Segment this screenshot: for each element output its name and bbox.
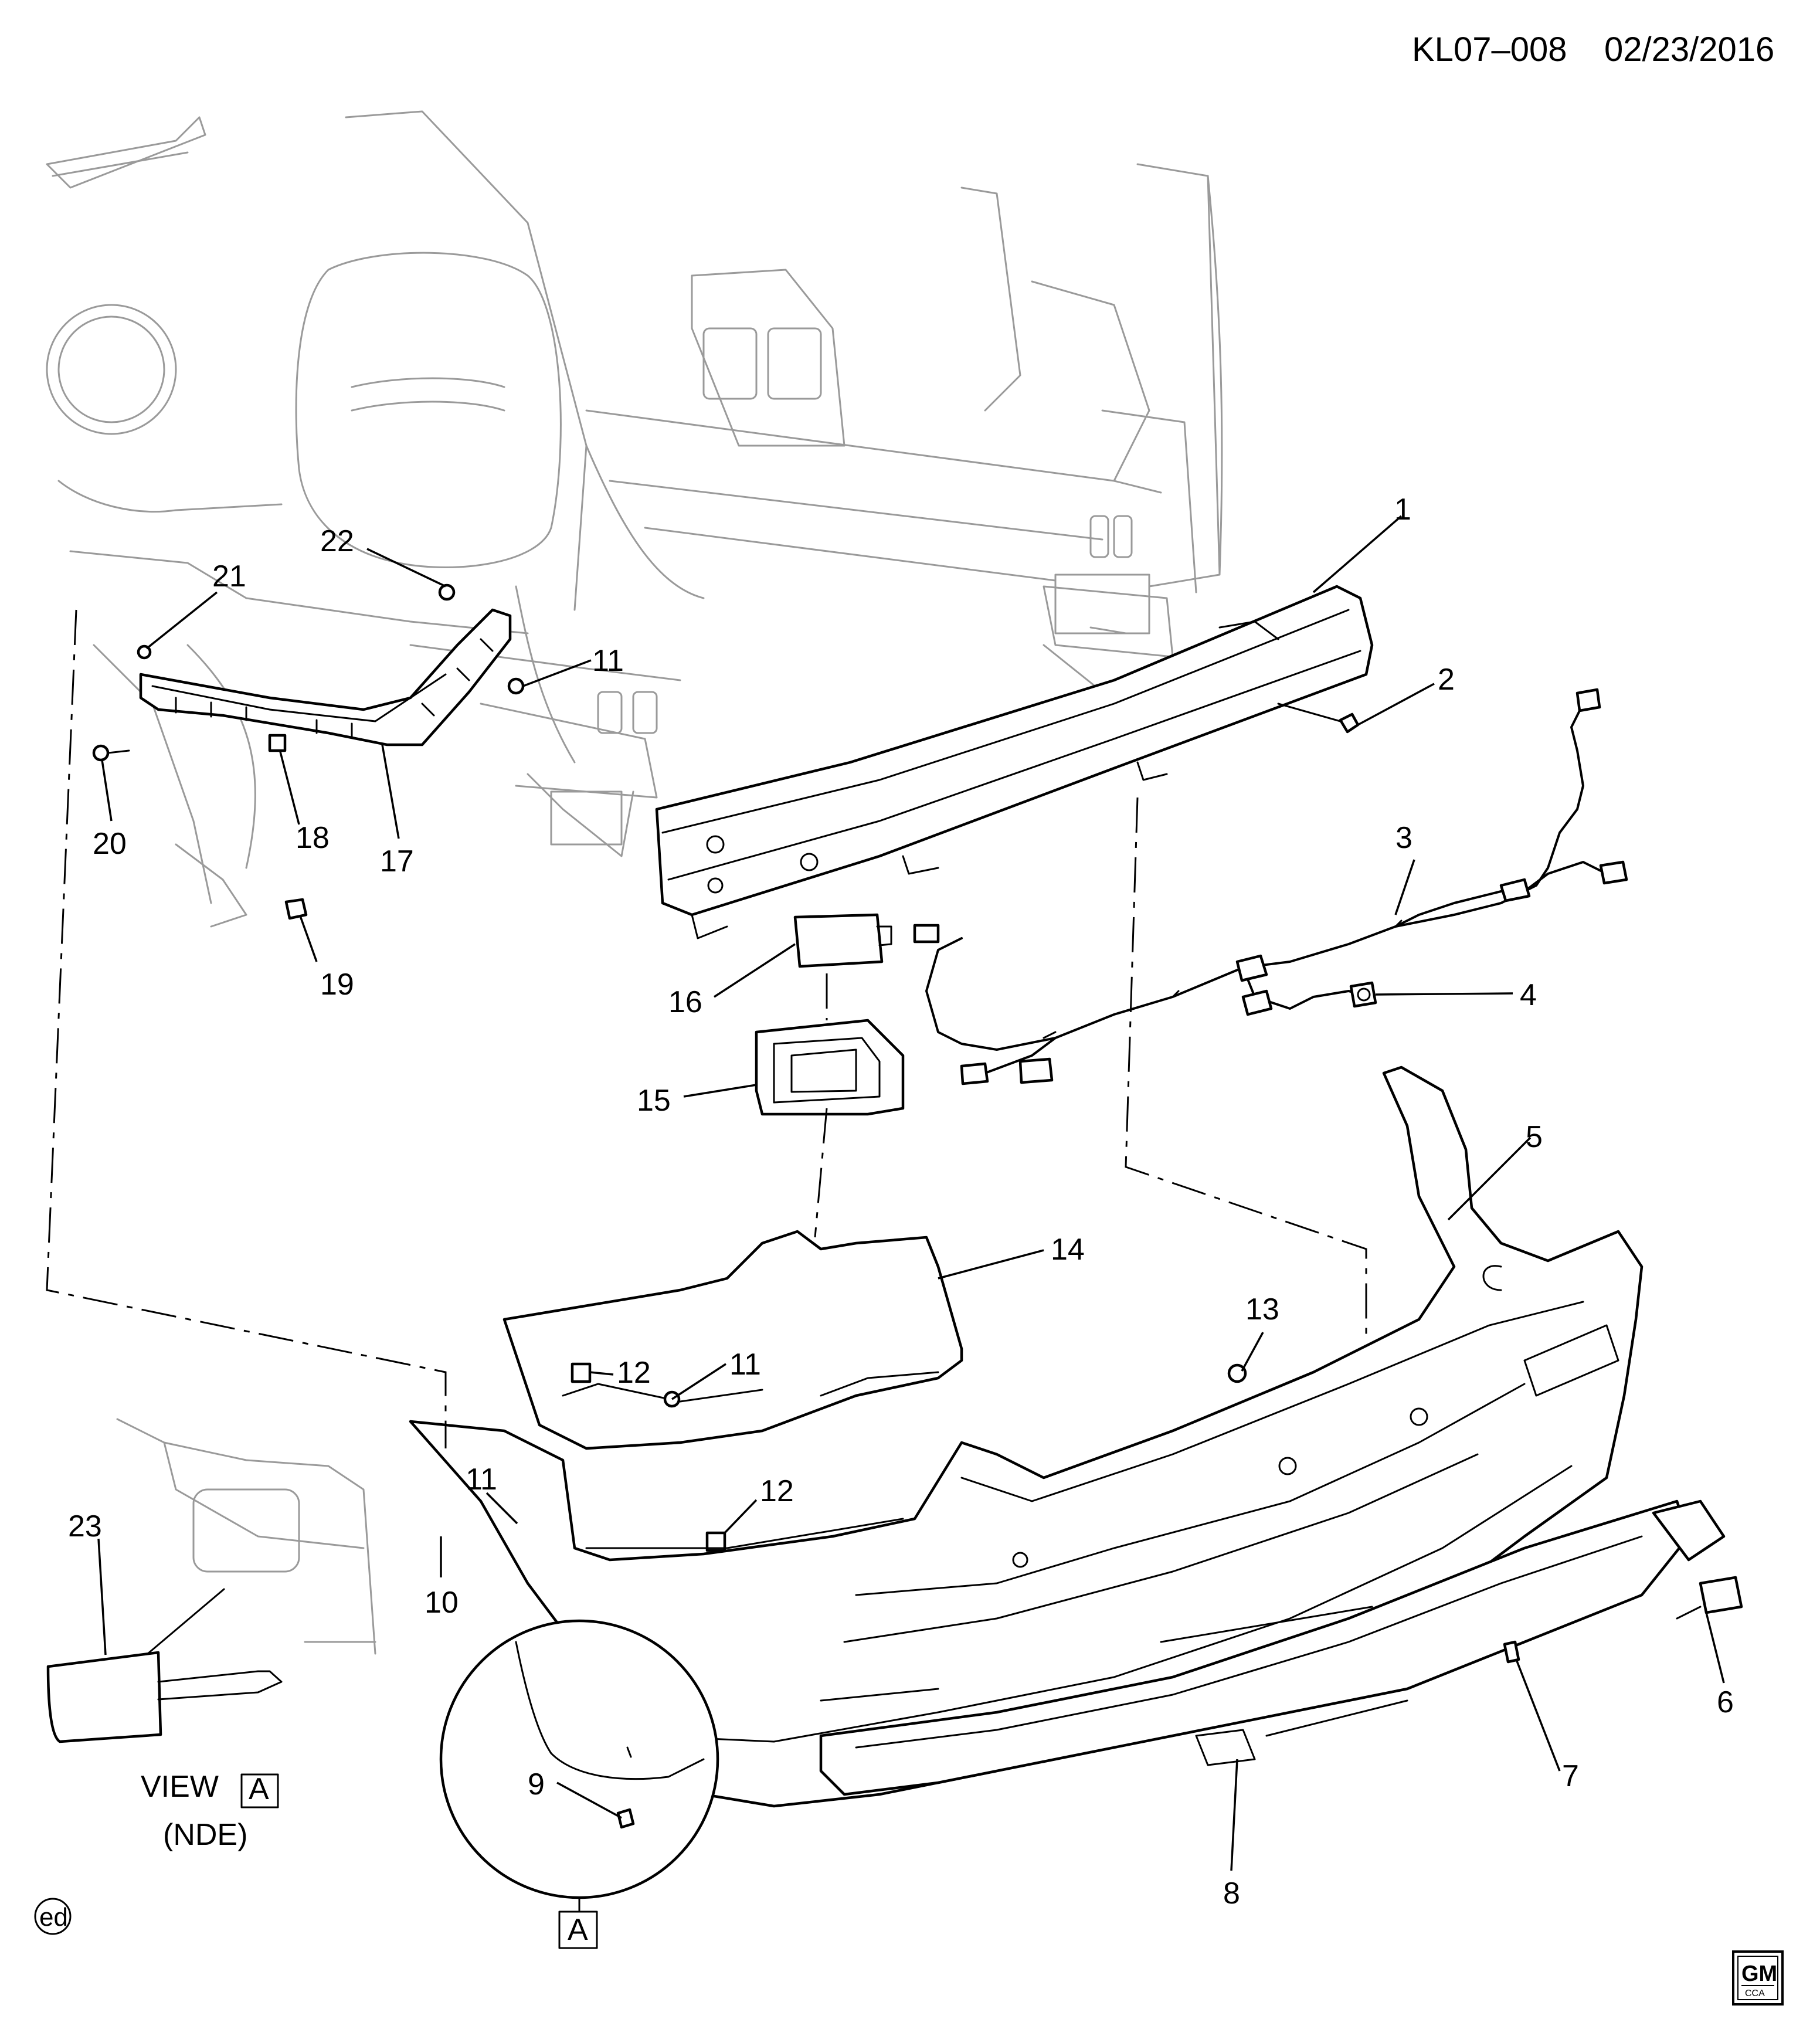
detail-reference-label: A [568,1913,588,1947]
callout-23: 23 [68,1509,102,1543]
callout-8: 8 [1223,1876,1240,1911]
callout-13: 13 [1245,1292,1279,1326]
callout-9: 9 [528,1767,545,1801]
view-reference-label: A [249,1772,269,1806]
sensor-module-part [793,913,892,968]
callout-18: 18 [296,821,330,855]
editor-mark: ed [34,1898,72,1935]
rear-fascia-part [409,1065,1644,1808]
callout-1: 1 [1394,493,1411,527]
callout-16: 16 [668,985,702,1019]
callout-12-upper: 12 [617,1356,651,1390]
callout-2: 2 [1438,663,1455,697]
detail-view-a: A [439,1619,719,1949]
gm-logo-text: GM [1741,1962,1777,1986]
callout-11-middle: 11 [729,1348,761,1382]
grommet-part-4 [1349,981,1377,1008]
callout-6: 6 [1717,1685,1734,1719]
callout-11-lower: 11 [466,1462,497,1497]
view-reference-box [240,1773,279,1808]
callout-4: 4 [1520,978,1537,1012]
callout-7: 7 [1562,1759,1579,1793]
view-note: (NDE) [163,1818,247,1852]
bolt-part-2 [1277,703,1360,734]
fascia-bracket-part [139,608,512,746]
callout-11-upper: 11 [592,644,624,678]
lower-fascia-skid-plate-part [819,1499,1743,1796]
callout-19: 19 [320,968,354,1002]
diagram-code: KL07–008 [1412,30,1567,69]
fascia-side-section-part [502,1230,1247,1552]
small-fasteners [92,583,525,920]
callout-10: 10 [425,1586,459,1620]
module-bracket-part [755,1019,905,1116]
callout-22: 22 [320,524,354,558]
diagram-date: 02/23/2016 [1604,30,1774,69]
vehicle-body-outline [46,110,1223,928]
callout-17: 17 [380,844,414,878]
callout-5: 5 [1526,1120,1543,1154]
callout-3: 3 [1395,821,1412,855]
leader-lines [97,515,1725,1871]
gm-logo: GM CCA [1732,1950,1784,2006]
callout-15: 15 [637,1084,671,1118]
impact-bar-part [655,585,1374,939]
wiring-harness-part [913,688,1628,1085]
gm-logo-subtext: CCA [1745,1989,1765,1998]
callout-21: 21 [212,559,246,593]
alignment-lines [46,609,1367,1448]
view-title: VIEW [141,1770,219,1804]
callout-14: 14 [1051,1233,1085,1267]
callout-20: 20 [93,827,127,861]
editor-mark-text: ed [39,1903,68,1932]
detail-reference-box [558,1911,598,1949]
callout-labels: 1 2 3 4 5 6 7 8 9 10 11 11 11 12 12 13 1… [68,493,1734,1911]
callout-12-lower: 12 [760,1474,794,1508]
view-a-inset: VIEW A (NDE) [46,1418,376,1852]
